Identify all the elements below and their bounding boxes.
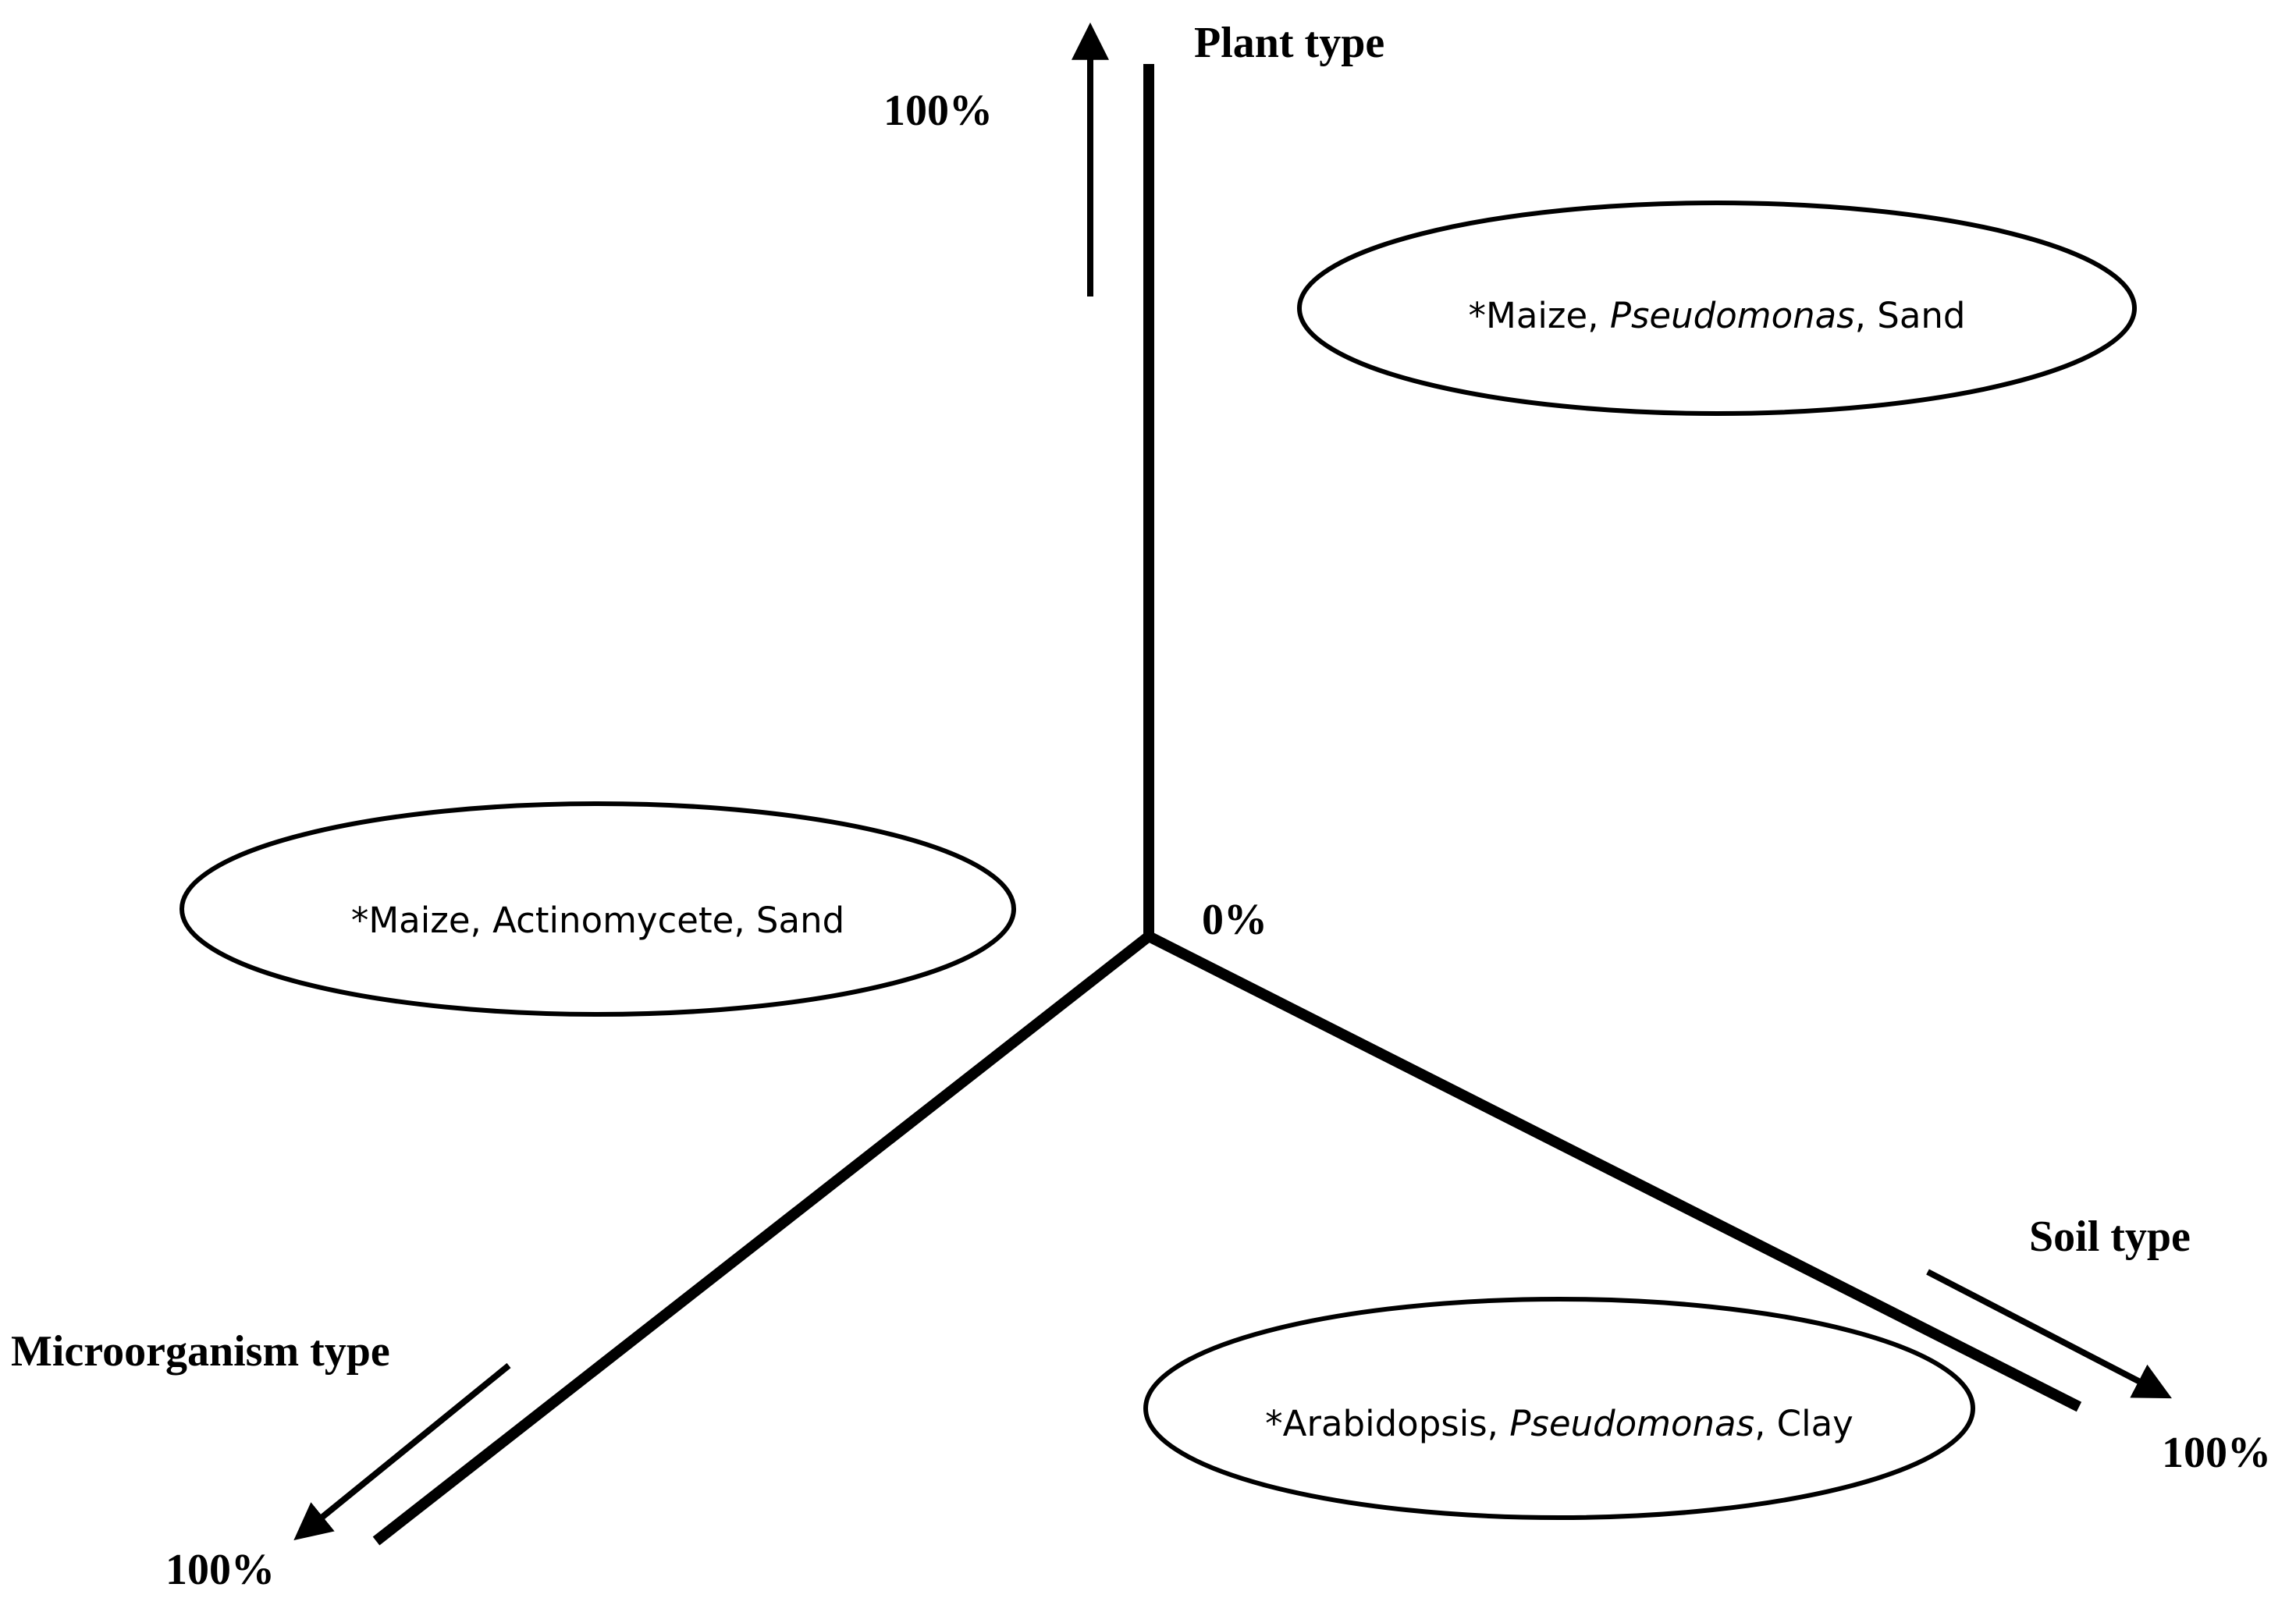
- ellipse-label-suffix: , Clay: [1754, 1403, 1854, 1444]
- ellipse-label-italic: Pseudomonas: [1610, 295, 1855, 336]
- microorganism-axis-max-label: 100%: [165, 1546, 275, 1594]
- origin-label: 0%: [1202, 896, 1267, 944]
- plant-axis-max-label: 100%: [883, 87, 993, 135]
- microorganism-axis-line: [372, 932, 1153, 1546]
- ellipse-label-suffix: , Sand: [1855, 295, 1966, 336]
- ellipse-arabidopsis-pseudomonas-clay: [1143, 1297, 1975, 1520]
- ellipse-label-prefix: *Arabidopsis,: [1265, 1403, 1509, 1444]
- plant-axis-label: Plant type: [1194, 19, 1384, 67]
- ellipse-maize-actinomycete-sand: [179, 801, 1016, 1017]
- microorganism-axis-label: Microorganism type: [11, 1327, 390, 1376]
- ellipse-label-prefix: *Maize,: [1469, 295, 1610, 336]
- ellipse-label-prefix: *Maize, Actinomycete, Sand: [351, 900, 844, 941]
- microorganism-arrow-icon: [293, 1362, 511, 1541]
- ellipse-label-maize-actinomycete-sand: *Maize, Actinomycete, Sand: [351, 900, 844, 941]
- soil-axis-max-label: 100%: [2162, 1429, 2271, 1477]
- ellipse-label-arabidopsis-pseudomonas-clay: *Arabidopsis, Pseudomonas, Clay: [1265, 1403, 1854, 1444]
- ellipse-label-maize-pseudomonas-sand: *Maize, Pseudomonas, Sand: [1469, 295, 1966, 336]
- soil-arrow-icon: [1926, 1269, 2172, 1399]
- soil-axis-line: [1146, 931, 2082, 1412]
- ellipse-maize-pseudomonas-sand: [1297, 201, 2137, 416]
- ellipse-label-italic: Pseudomonas: [1509, 1403, 1754, 1444]
- soil-axis-label: Soil type: [2029, 1213, 2191, 1261]
